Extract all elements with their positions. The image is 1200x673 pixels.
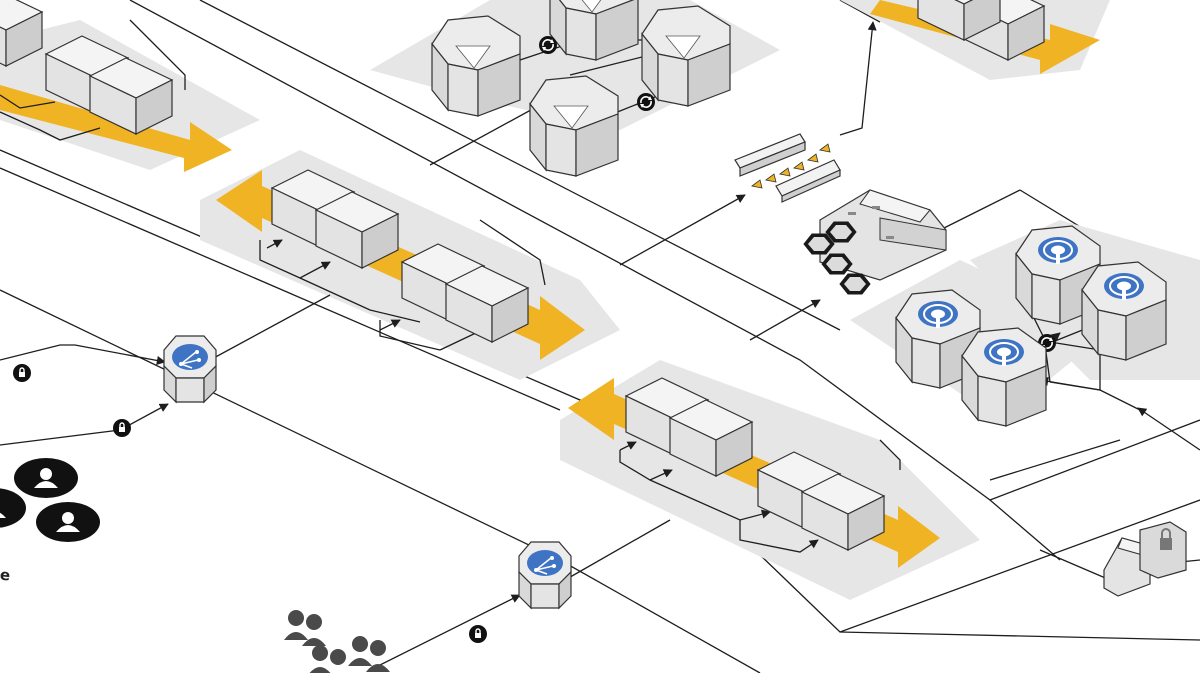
sync-icon (538, 35, 558, 55)
hexagonal-node-icon (431, 15, 521, 117)
hub-router-icon (518, 541, 572, 609)
lock-gateway-icon (1103, 521, 1187, 597)
user-group-icon (348, 636, 390, 672)
user-avatars (0, 458, 100, 542)
lock-dot-icon (12, 363, 32, 383)
lock-dot-icon (468, 624, 488, 644)
user-avatar-icon (14, 458, 78, 498)
sync-icon (636, 92, 656, 112)
compute-nodes (431, 0, 731, 177)
user-group-icon (284, 610, 326, 646)
lock-dot-icon (112, 418, 132, 438)
edge-label: e (0, 565, 12, 585)
hub-router-icon (163, 335, 217, 403)
hexagonal-node-icon (641, 5, 731, 107)
hexagonal-node-icon (529, 75, 619, 177)
dns-node-icon (961, 327, 1047, 427)
queue-tray-icon (734, 133, 841, 203)
user-avatar-icon (0, 488, 26, 528)
dns-node-icon (1081, 261, 1167, 361)
user-groups (284, 610, 390, 673)
user-avatar-icon (36, 502, 100, 542)
arrow-band-top-left (0, 85, 232, 172)
user-group-icon (308, 645, 350, 673)
storage-cylinder-cluster-icon (803, 189, 947, 295)
